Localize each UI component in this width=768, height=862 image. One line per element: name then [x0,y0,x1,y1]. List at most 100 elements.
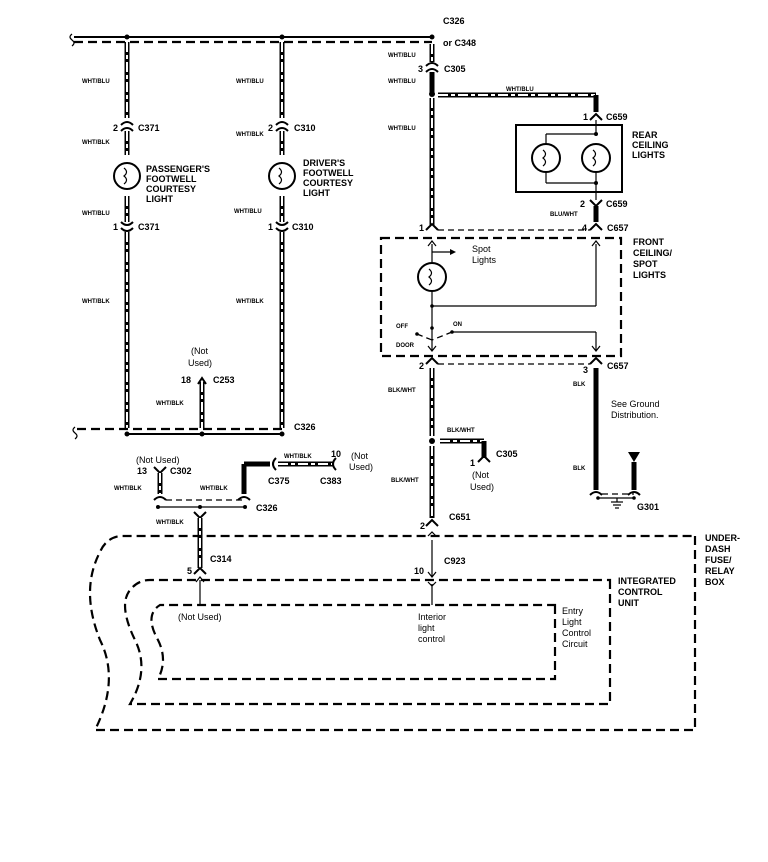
driver-light-label-2: FOOTWELL [303,168,354,178]
pin-number: 2 [420,521,425,531]
wire-label: WHT/BLU [82,211,110,217]
underdash-label-2: DASH [705,544,731,554]
blk-wht-wire [425,368,491,527]
rear-ceiling-label-2: CEILING [632,140,669,150]
c305-not-used-2: Used) [470,482,494,492]
connector-c314: C314 [210,554,232,564]
connector-c371-top: C371 [138,123,160,133]
passenger-light-label-1: PASSENGER'S [146,164,210,174]
pin-number: 1 [268,222,273,232]
icu-label-2: CONTROL [618,587,663,597]
spot-lights-label-2: Lights [472,255,497,265]
underdash-label-3: FUSE/ [705,555,732,565]
pin-number: 2 [268,123,273,133]
ground-wires [589,368,641,509]
passenger-wire [113,42,141,428]
connector-c375: C375 [268,476,290,486]
pin-number: 2 [419,361,424,371]
passenger-light-label-2: FOOTWELL [146,174,197,184]
icu-label-3: UNIT [618,598,639,608]
entry-label-2: Light [562,617,582,627]
bottom-bus [72,426,285,440]
pin-number: 18 [181,375,191,385]
switch-on-label: ON [453,322,462,328]
c253-wire [197,376,207,428]
underdash-label-5: BOX [705,577,725,587]
spot-lights-label-1: Spot [472,244,491,254]
pin-number: 3 [583,365,588,375]
pin-number: 3 [418,64,423,74]
pin-number: 1 [113,222,118,232]
wire-label: WHT/BLU [236,79,264,85]
c383-not-used-2: Used) [349,462,373,472]
driver-wire [268,42,296,428]
wire-label: BLK/WHT [388,388,416,394]
wire-label: BLK [573,466,586,472]
wire-label: BLU/WHT [550,212,578,218]
connector-c659-top: C659 [606,112,628,122]
interior-label-3: control [418,634,445,644]
pin-number: 1 [419,223,424,233]
wire-label: WHT/BLK [114,486,142,492]
connector-c305-bottom: C305 [496,449,518,459]
connector-c657-bottom: C657 [607,361,629,371]
interior-label-1: Interior [418,612,446,622]
connector-c310-bottom: C310 [292,222,314,232]
front-ceiling-label-3: SPOT [633,259,658,269]
entry-box [150,603,557,681]
wire-label: WHT/BLK [82,140,110,146]
connector-c348: or C348 [443,38,476,48]
connector-c923: C923 [444,556,466,566]
front-ceiling-label-1: FRONT [633,237,664,247]
connector-c310-top: C310 [294,123,316,133]
wire-label: WHT/BLU [388,53,416,59]
passenger-light-label-4: LIGHT [146,194,173,204]
ground-g301: G301 [637,502,659,512]
passenger-light-label-3: COURTESY [146,184,196,194]
wire-label: WHT/BLK [236,132,264,138]
c302-not-used: (Not Used) [136,455,180,465]
icu-label-1: INTEGRATED [618,576,676,586]
driver-light-label-1: DRIVER'S [303,158,345,168]
connector-c659-bottom: C659 [606,199,628,209]
pin-number: 1 [470,458,475,468]
connector-c305-top: C305 [444,64,466,74]
entry-label-1: Entry [562,606,584,616]
right-main-wire [425,44,603,226]
c305-not-used-1: (Not [472,470,490,480]
connector-c326-lower: C326 [256,503,278,513]
wire-label: WHT/BLU [388,126,416,132]
pin-number: 10 [414,566,424,576]
rear-ceiling-label-1: REAR [632,130,658,140]
c253-not-used-2: Used) [188,358,212,368]
wire-label: WHT/BLK [156,520,184,526]
underdash-box [88,534,697,732]
pin-number: 2 [113,123,118,133]
wire-label: BLK/WHT [447,428,475,434]
front-ceiling-label-2: CEILING/ [633,248,673,258]
connector-c302: C302 [170,466,192,476]
pin-number: 5 [187,566,192,576]
ground-note-1: See Ground [611,399,660,409]
wire-label: WHT/BLU [234,209,262,215]
underdash-label-1: UNDER- [705,533,740,543]
connector-c383: C383 [320,476,342,486]
connector-c651: C651 [449,512,471,522]
wire-label: WHT/BLK [156,401,184,407]
connector-c371-bottom: C371 [138,222,160,232]
interior-label-2: light [418,623,435,633]
wire-label: WHT/BLK [82,299,110,305]
pin-number: 2 [580,199,585,209]
c253-not-used-1: (Not [191,346,209,356]
connector-c657-top: C657 [607,223,629,233]
top-bus [69,33,435,47]
switch-door-label: DOOR [396,343,415,349]
rear-ceiling-label-3: LIGHTS [632,150,665,160]
wire-label: BLK [573,382,586,388]
icu-box [123,578,612,706]
front-ceiling-label-4: LIGHTS [633,270,666,280]
pin-number: 4 [582,223,587,233]
wire-label: WHT/BLU [82,79,110,85]
